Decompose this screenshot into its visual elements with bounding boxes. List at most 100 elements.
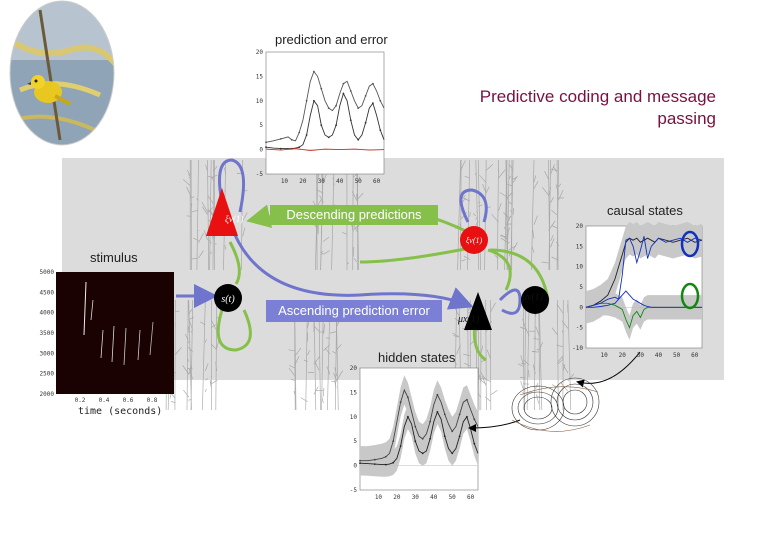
node-xi-v-left xyxy=(206,188,238,236)
x-tick-label: 60 xyxy=(691,352,699,359)
stimulus-x-tick: 0.2 xyxy=(75,397,86,404)
series-point xyxy=(313,70,315,73)
label-prediction-and-error: prediction and error xyxy=(275,32,388,47)
series-point xyxy=(466,398,468,401)
symbol-xi-v: ξv(1) xyxy=(225,214,243,224)
series-point xyxy=(379,99,382,102)
y-tick-label: -5 xyxy=(350,487,358,494)
y-tick-label: 10 xyxy=(576,264,584,271)
stimulus-y-tick: 2500 xyxy=(40,371,55,378)
series-point xyxy=(320,124,323,127)
label-causal-states: causal states xyxy=(607,203,683,218)
series-point xyxy=(327,136,330,139)
series-point xyxy=(429,437,431,440)
series-point xyxy=(473,418,476,421)
symbol-mu-v: μv(1) xyxy=(521,292,544,303)
y-tick-label: 0 xyxy=(259,147,263,154)
node-xi-v-right xyxy=(460,226,488,254)
series-point xyxy=(458,435,461,438)
series-point xyxy=(436,393,439,396)
y-tick-label: 5 xyxy=(579,284,583,291)
symbol-xi-v2: ξv(1) xyxy=(466,236,483,245)
series-point xyxy=(342,82,345,85)
node-mu-x xyxy=(464,292,492,330)
series-point xyxy=(421,452,424,455)
series-point xyxy=(279,147,282,150)
page-title: Predictive coding and message passing xyxy=(479,87,716,128)
y-tick-label: 5 xyxy=(259,122,263,129)
series-point xyxy=(335,124,337,127)
x-tick-label: 40 xyxy=(336,178,344,185)
label-stimulus: stimulus xyxy=(90,250,138,265)
series-point xyxy=(327,107,330,109)
series-point xyxy=(298,146,301,149)
series-point xyxy=(359,462,361,465)
series-point xyxy=(421,437,424,440)
label-time-seconds: time (seconds) xyxy=(78,406,163,417)
series-point xyxy=(372,102,374,105)
confidence-band xyxy=(586,221,702,324)
series-line-1 xyxy=(265,92,385,150)
x-tick-label: 30 xyxy=(412,494,420,501)
x-tick-label: 30 xyxy=(318,178,326,185)
series-point xyxy=(407,415,409,418)
series-point xyxy=(372,82,374,85)
descending-predictions-box: Descending predictions xyxy=(270,205,438,225)
series-point xyxy=(379,129,382,132)
x-tick-label: 10 xyxy=(601,352,609,359)
x-tick-label: 10 xyxy=(281,178,289,185)
ascending-prediction-error-box: Ascending prediction error xyxy=(266,300,442,322)
y-tick-label: -5 xyxy=(576,325,584,332)
y-tick-label: 0 xyxy=(579,304,583,311)
series-point xyxy=(392,461,395,464)
series-point xyxy=(357,107,360,109)
x-tick-label: 30 xyxy=(637,352,645,359)
stimulus-y-tick: 5000 xyxy=(40,269,55,276)
series-point xyxy=(399,445,402,447)
y-tick-label: 5 xyxy=(353,438,357,445)
series-point xyxy=(414,440,417,443)
x-tick-label: 40 xyxy=(430,494,438,501)
stimulus-y-tick: 2000 xyxy=(40,391,55,398)
series-point xyxy=(458,413,461,416)
stimulus-y-tick: 3500 xyxy=(40,330,55,337)
series-point xyxy=(407,396,409,399)
series-point xyxy=(359,459,361,462)
series-point xyxy=(320,87,323,90)
stimulus-x-tick: 0.4 xyxy=(99,397,110,404)
y-tick-label: 15 xyxy=(576,243,584,250)
series-point xyxy=(265,146,267,149)
series-line-1 xyxy=(359,410,479,466)
x-tick-label: 10 xyxy=(375,494,383,501)
series-point xyxy=(451,430,454,433)
series-point xyxy=(373,458,376,461)
stimulus-y-tick: 4000 xyxy=(40,310,55,317)
series-point xyxy=(313,99,315,102)
series-point xyxy=(357,138,360,141)
node-mu-v xyxy=(521,286,549,314)
series-point xyxy=(290,138,293,141)
series-point xyxy=(335,104,337,107)
series-point xyxy=(473,442,476,445)
series-point xyxy=(364,95,367,97)
series-point xyxy=(305,99,308,102)
x-tick-label: 50 xyxy=(673,352,681,359)
series-line-3 xyxy=(585,290,702,308)
series-line-0 xyxy=(360,388,479,462)
label-hidden-states: hidden states xyxy=(378,350,456,365)
y-tick-label: -10 xyxy=(572,345,583,352)
y-tick-label: 10 xyxy=(350,414,358,421)
series-point xyxy=(443,435,446,438)
series-point xyxy=(305,134,308,136)
symbol-st: s(t) xyxy=(221,294,235,305)
x-tick-label: 60 xyxy=(373,178,381,185)
confidence-band xyxy=(360,375,478,476)
series-point xyxy=(429,420,431,423)
series-line-0 xyxy=(265,70,385,143)
series-point xyxy=(451,452,454,455)
series-line-2 xyxy=(265,148,385,152)
series-point xyxy=(384,463,387,466)
